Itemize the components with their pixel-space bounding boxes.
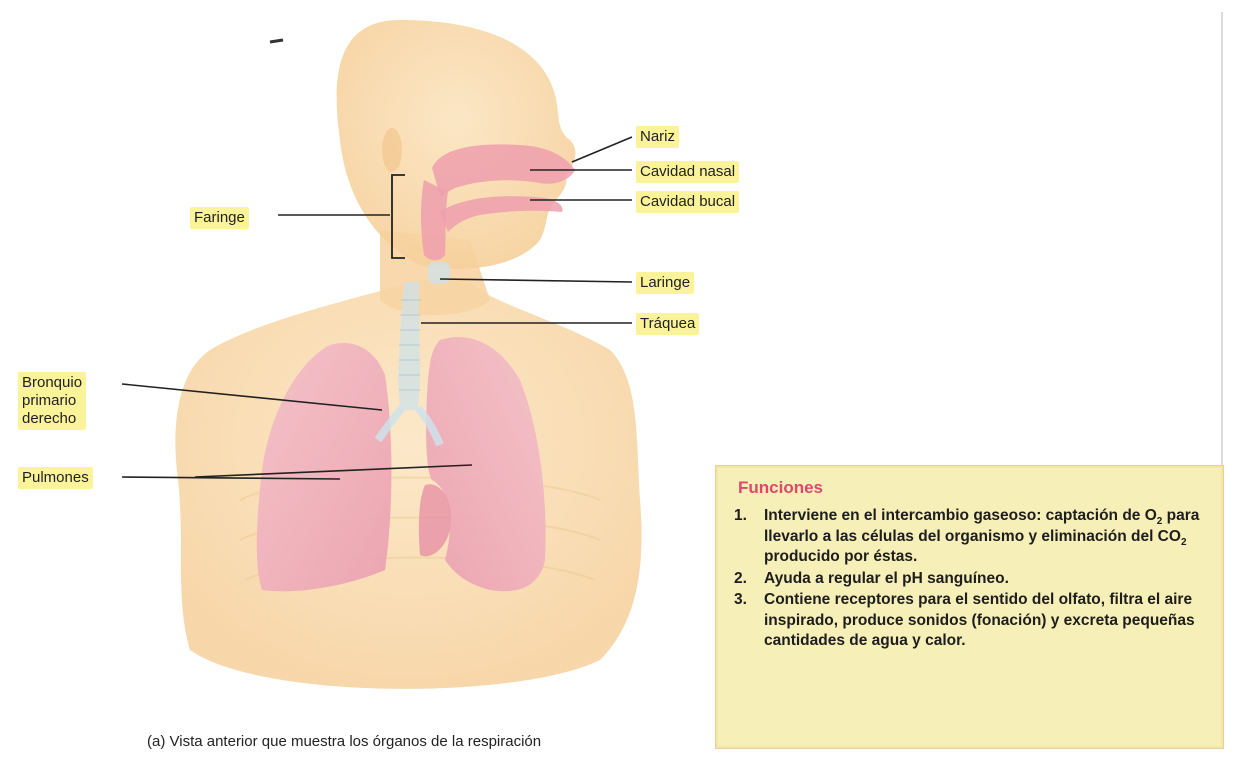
function-item: 2. Ayuda a regular el pH sanguíneo. — [734, 569, 1216, 590]
label-laringe: Laringe — [636, 272, 694, 294]
label-traquea: Tráquea — [636, 313, 699, 335]
figure-caption: (a) Vista anterior que muestra los órgan… — [147, 733, 541, 750]
ear-shape — [382, 128, 402, 172]
label-pulmones: Pulmones — [18, 467, 93, 489]
function-item: 3. Contiene receptores para el sentido de… — [734, 590, 1216, 652]
larynx-shape — [428, 262, 450, 284]
head-silhouette — [337, 20, 576, 269]
label-bronquio: Bronquio primario derecho — [18, 372, 86, 430]
functions-box: Funciones 1. Interviene en el intercambio… — [715, 465, 1224, 749]
function-item-number: 1. — [734, 506, 747, 527]
label-cavidad-bucal: Cavidad bucal — [636, 191, 739, 213]
label-cavidad-nasal: Cavidad nasal — [636, 161, 739, 183]
label-faringe: Faringe — [190, 207, 249, 229]
function-item: 1. Interviene en el intercambio gaseoso: … — [734, 506, 1216, 568]
stray-mark — [270, 40, 283, 42]
functions-list: 1. Interviene en el intercambio gaseoso: … — [734, 506, 1216, 653]
functions-title: Funciones — [738, 478, 823, 498]
function-item-number: 2. — [734, 569, 747, 590]
leader-nariz — [572, 137, 632, 162]
function-item-text: Interviene en el intercambio gaseoso: ca… — [764, 507, 1199, 565]
function-item-text: Contiene receptores para el sentido del … — [764, 591, 1195, 649]
pharynx-shape — [421, 180, 448, 260]
function-item-text: Ayuda a regular el pH sanguíneo. — [764, 570, 1009, 587]
label-nariz: Nariz — [636, 126, 679, 148]
function-item-number: 3. — [734, 590, 747, 611]
